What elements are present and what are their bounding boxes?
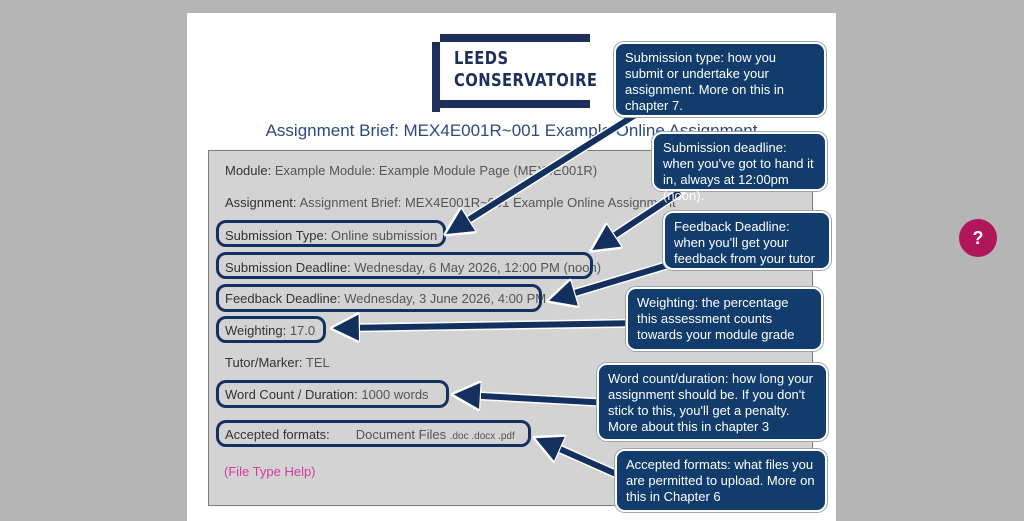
word-count-row: Word Count / Duration: 1000 words [225,387,429,402]
word-count-highlight [216,380,449,408]
submission-deadline-row: Submission Deadline: Wednesday, 6 May 20… [225,260,602,275]
tutor-marker-row: Tutor/Marker: TEL [225,355,330,370]
callout-accepted-formats: Accepted formats: what files you are per… [615,449,827,512]
module-row: Module: Example Module: Example Module P… [225,163,598,178]
callout-weighting: Weighting: the percentage this assessmen… [626,287,823,351]
logo-line1: LEEDS [454,48,509,69]
feedback-deadline-row: Feedback Deadline: Wednesday, 3 June 202… [225,291,547,306]
weighting-highlight [216,316,326,343]
accepted-formats-row: Accepted formats:Document Files .doc .do… [225,427,515,442]
submission-type-row: Submission Type: Online submission [225,228,438,243]
assignment-row: Assignment: Assignment Brief: MEX4E001R~… [225,195,676,210]
help-button[interactable]: ? [959,219,997,257]
leeds-conservatoire-logo: LEEDS CONSERVATOIRE [432,34,597,112]
file-type-help-link[interactable]: (File Type Help) [224,464,316,479]
callout-feedback-deadline: Feedback Deadline: when you'll get your … [663,211,831,270]
feedback-deadline-highlight [216,284,542,312]
accepted-formats-highlight [216,420,531,447]
callout-word-count: Word count/duration: how long your assig… [597,363,828,441]
submission-deadline-highlight [216,252,593,279]
callout-submission-deadline: Submission deadline: when you've got to … [652,132,827,203]
page-title: Assignment Brief: MEX4E001R~001 Example … [265,121,758,140]
callout-submission-type: Submission type: how you submit or under… [614,42,826,117]
logo-line2: CONSERVATOIRE [454,70,598,91]
weighting-row: Weighting: 17.0 [225,323,316,338]
